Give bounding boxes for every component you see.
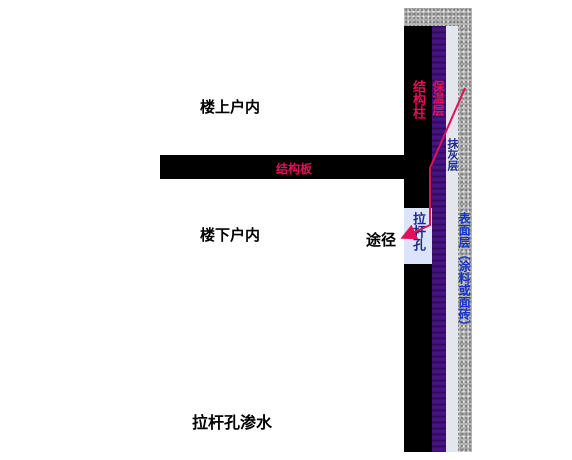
insulation-layer <box>432 26 446 452</box>
upstairs-label: 楼上户内 <box>200 98 261 116</box>
plaster-label: 抹灰层 <box>446 138 459 171</box>
insulation-label: 保温层 <box>431 80 445 116</box>
downstairs-label: 楼下户内 <box>200 226 261 244</box>
column-label: 结构柱 <box>410 80 425 119</box>
diagram-title: 拉杆孔渗水 <box>192 413 273 432</box>
finish-label: 表面层（涂料或面砖） <box>457 212 471 332</box>
path-label: 途径 <box>366 231 397 249</box>
structural-slab <box>160 155 432 179</box>
plaster-layer <box>446 26 458 452</box>
slab-label: 结构板 <box>276 162 313 176</box>
